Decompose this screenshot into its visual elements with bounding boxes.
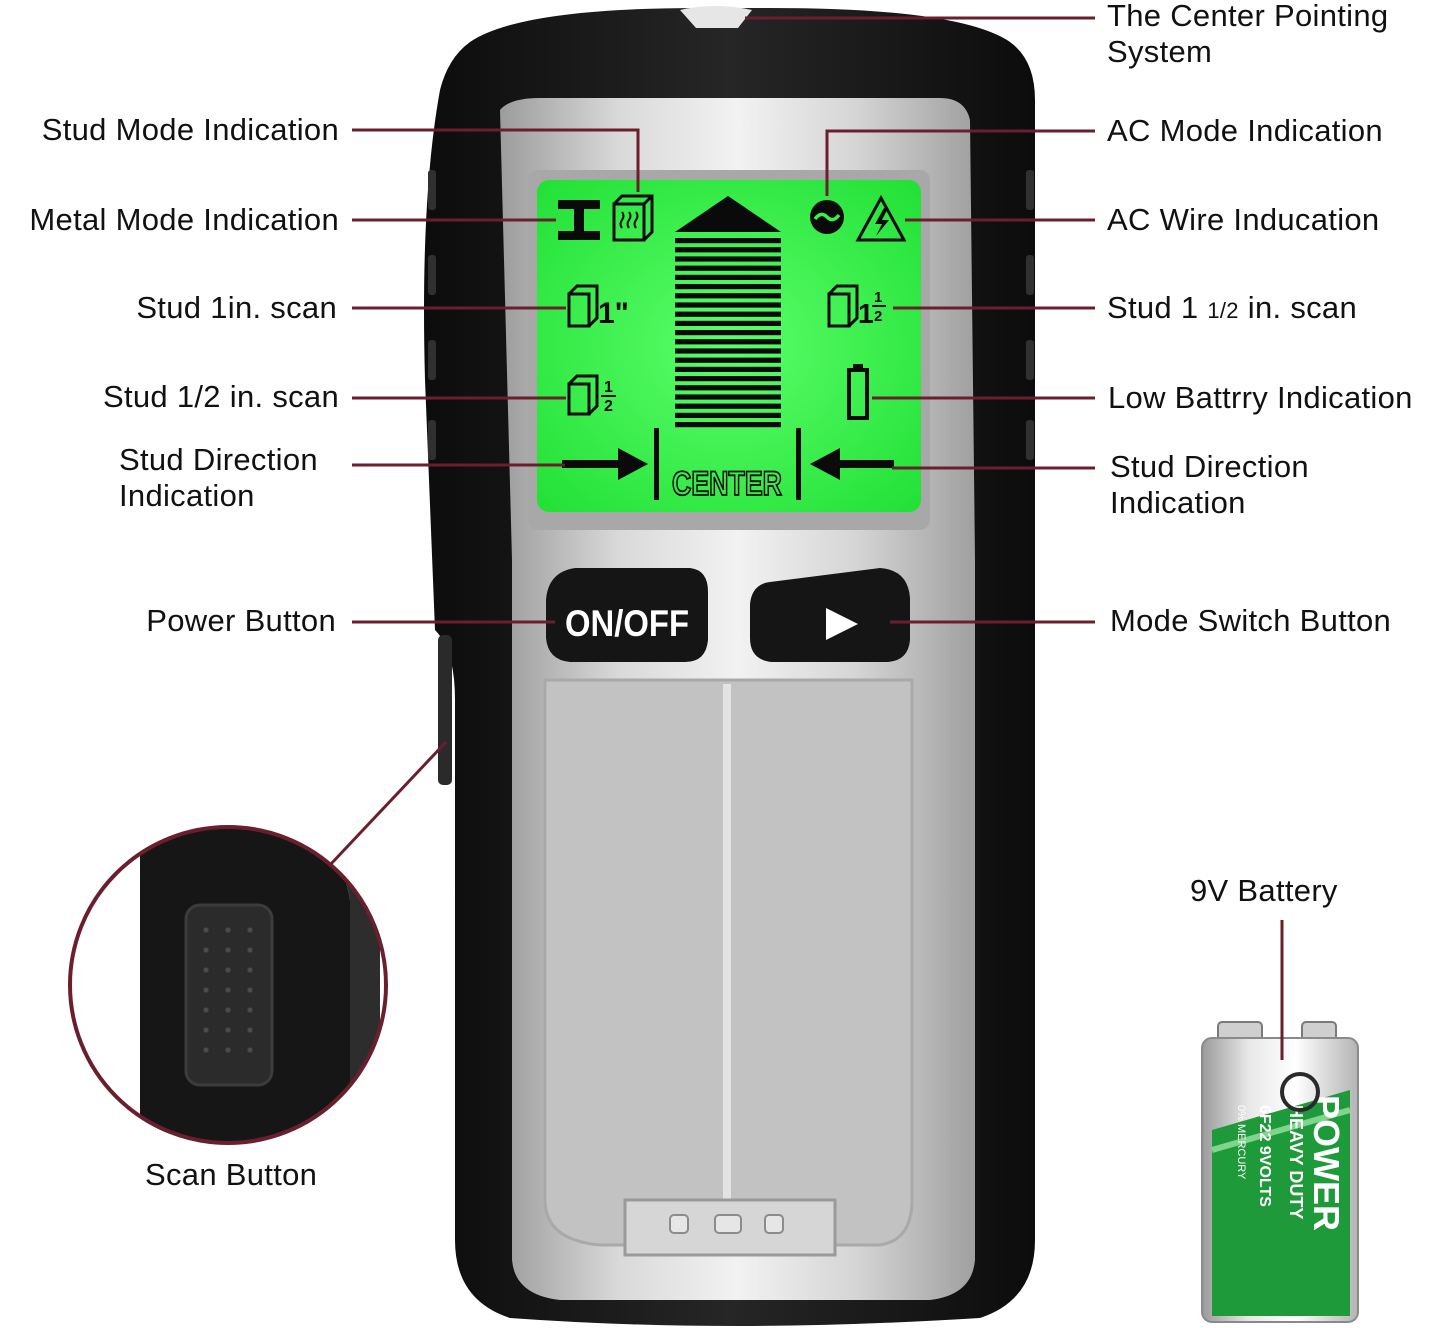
scan-button-zoom	[68, 825, 388, 1145]
stud-direction-left-arrow	[810, 448, 894, 480]
scan-button-dot	[203, 1007, 209, 1013]
lcd-bar-segment	[675, 330, 781, 336]
label-stud-direction-left: Stud Direction Indication	[119, 442, 318, 513]
label-stud-1-half-in: Stud 1 1/2 in. scan	[1107, 290, 1358, 325]
label-stud-direction-right: Stud Direction Indication	[1110, 449, 1309, 520]
label-stud-1in: Stud 1in. scan	[136, 290, 337, 325]
battery-brand-text: POWER	[1306, 1095, 1347, 1231]
lcd-bar-segment	[675, 311, 781, 317]
lcd-bar-segment	[675, 293, 781, 299]
lcd-bar-segment	[675, 403, 781, 409]
power-button-label: ON/OFF	[565, 603, 689, 644]
scan-button-dot	[225, 1047, 231, 1053]
scan-button-dot	[203, 967, 209, 973]
svg-text:1: 1	[874, 289, 882, 306]
power-button[interactable]: ON/OFF	[546, 568, 708, 662]
lcd-bar-segment	[675, 284, 781, 290]
stud-finder-device: CENTER 1"	[424, 6, 1035, 1326]
stud-direction-right-arrow	[562, 448, 648, 480]
svg-text:6F22 9VOLTS: 6F22 9VOLTS	[1256, 1105, 1273, 1207]
svg-text:2: 2	[604, 398, 613, 415]
scan-button-dot	[225, 1007, 231, 1013]
scan-button-dot	[247, 967, 253, 973]
scan-button-dot	[225, 1027, 231, 1033]
label-stud-half-in: Stud 1/2 in. scan	[102, 379, 339, 414]
scan-button-dot	[225, 967, 231, 973]
scan-button-dot	[247, 1047, 253, 1053]
lcd-display: CENTER 1"	[537, 180, 921, 512]
stud-half-in-icon: 1 2	[567, 374, 616, 416]
label-ac-mode: AC Mode Indication	[1107, 113, 1383, 148]
lcd-bar-segment	[675, 265, 781, 271]
scan-button-dot	[203, 947, 209, 953]
scan-button-dot	[225, 947, 231, 953]
label-center-pointing: The Center Pointing System	[1107, 0, 1389, 69]
lcd-bar-segment	[675, 357, 781, 363]
scan-button-dot	[247, 947, 253, 953]
center-arrow-indicator	[675, 196, 781, 428]
battery-9v-image: POWER HEAVY DUTY 6F22 9VOLTS 0% MERCURY	[1201, 1021, 1359, 1323]
label-mode-switch: Mode Switch Button	[1110, 603, 1392, 638]
scan-button-dot	[247, 1007, 253, 1013]
scan-button-dot	[225, 987, 231, 993]
play-icon	[826, 608, 858, 640]
svg-text:HEAVY DUTY: HEAVY DUTY	[1286, 1105, 1306, 1219]
label-stud-mode: Stud Mode Indication	[41, 112, 339, 147]
leader-lines	[328, 16, 1284, 1060]
stud-1in-icon: 1"	[567, 284, 629, 330]
ac-wire-warning-icon	[855, 194, 907, 242]
scan-button-dot	[203, 987, 209, 993]
lcd-bar-segment	[675, 238, 781, 244]
scan-button-dot	[247, 1027, 253, 1033]
lcd-bar-segment	[675, 376, 781, 382]
lcd-bar-segment	[675, 385, 781, 391]
lcd-bar-segment	[675, 256, 781, 262]
lcd-bar-segment	[675, 339, 781, 345]
label-9v-battery: 9V Battery	[1190, 873, 1338, 908]
lcd-bar-segment	[675, 348, 781, 354]
lcd-bar-segment	[675, 366, 781, 372]
inch-1-text: 1"	[598, 297, 629, 330]
stud-1-half-in-icon: 1 1 2	[827, 284, 886, 329]
svg-text:1: 1	[604, 379, 613, 396]
lcd-bar-segment	[675, 394, 781, 400]
center-pointing-notch	[680, 6, 752, 28]
center-text: CENTER	[672, 465, 782, 503]
label-metal-mode: Metal Mode Indication	[29, 202, 339, 237]
stud-mode-icon	[612, 194, 654, 242]
label-power-button: Power Button	[146, 603, 336, 638]
svg-text:1: 1	[858, 298, 874, 329]
scan-button-dot	[203, 1027, 209, 1033]
scan-button-dot	[203, 1047, 209, 1053]
metal-mode-icon	[558, 200, 600, 240]
scan-button-dot	[247, 927, 253, 933]
label-low-battery: Low Battrry Indication	[1108, 380, 1413, 415]
scan-button-dot	[247, 987, 253, 993]
lcd-bar-segment	[675, 422, 781, 428]
ac-mode-icon	[810, 200, 844, 234]
lcd-bar-segment	[675, 247, 781, 253]
mode-switch-button[interactable]	[750, 568, 910, 662]
scan-button-dot	[203, 927, 209, 933]
low-battery-icon	[847, 364, 869, 420]
svg-text:2: 2	[874, 308, 882, 325]
lcd-bar-segment	[675, 412, 781, 418]
lcd-bar-segment	[675, 320, 781, 326]
label-scan-button: Scan Button	[145, 1157, 318, 1192]
side-scan-button[interactable]	[438, 635, 452, 785]
scan-button-dot	[225, 927, 231, 933]
label-ac-wire: AC Wire Inducation	[1107, 202, 1380, 237]
lcd-bar-segment	[675, 274, 781, 280]
lcd-bar-segment	[675, 302, 781, 308]
svg-text:0% MERCURY: 0% MERCURY	[1235, 1105, 1247, 1180]
